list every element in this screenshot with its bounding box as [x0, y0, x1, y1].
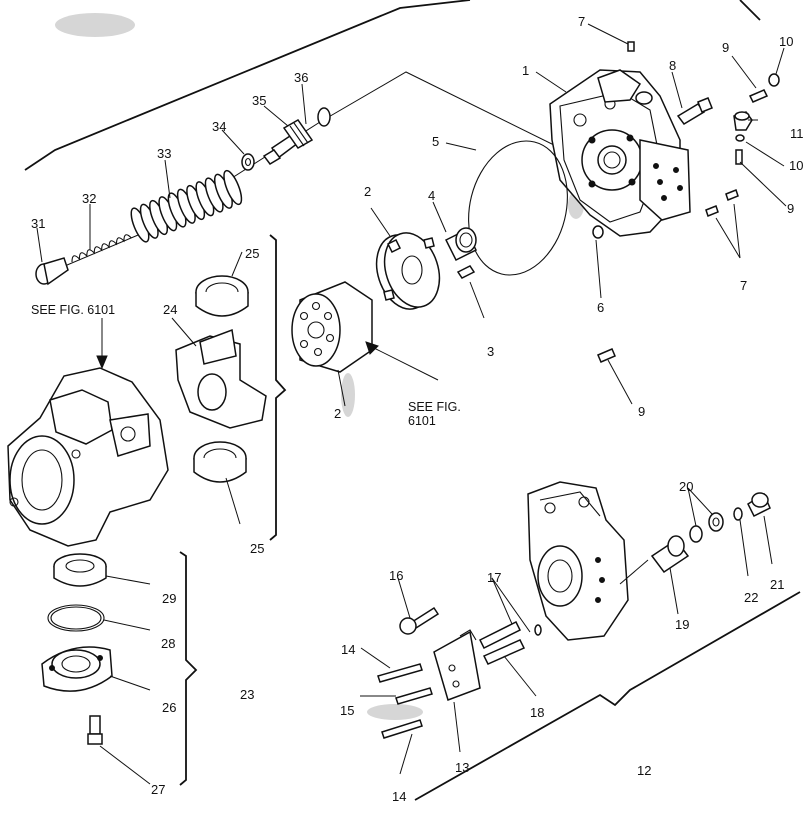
- smudge-top-left: [55, 13, 135, 37]
- label-28: 28: [161, 636, 175, 651]
- label-23: 23: [240, 687, 254, 702]
- label-27: 27: [151, 782, 165, 797]
- leader-lines: [36, 23, 787, 785]
- part-28-oring: [47, 604, 105, 632]
- part-6-oring-small: [592, 225, 604, 239]
- label-7-right: 7: [740, 278, 747, 293]
- part-7-plugs: [627, 41, 739, 217]
- pump-housing-left: [7, 367, 169, 547]
- see-fig-mid-line2: 6101: [408, 414, 436, 428]
- label-21: 21: [770, 577, 784, 592]
- figure-references: SEE FIG. 6101 SEE FIG. 6101: [31, 303, 461, 428]
- label-24: 24: [163, 302, 177, 317]
- part-cylinder-block: [291, 281, 373, 373]
- label-5: 5: [432, 134, 439, 149]
- label-26: 26: [162, 700, 176, 715]
- see-fig-left: SEE FIG. 6101: [31, 303, 115, 317]
- part-33-spring: [130, 169, 243, 243]
- label-14-upper: 14: [341, 642, 355, 657]
- top-left-frame-line: [24, 0, 471, 171]
- part-34-washer: [241, 153, 255, 171]
- assembly-frame-lines: [24, 0, 801, 801]
- part-31-plug: [35, 257, 69, 286]
- label-15: 15: [340, 703, 354, 718]
- part-11-cap: [733, 111, 753, 131]
- part-10-orings: [735, 73, 780, 142]
- label-31: 31: [31, 216, 45, 231]
- part-25-bearings: [193, 275, 249, 483]
- label-25-lower: 25: [250, 541, 264, 556]
- label-19: 19: [675, 617, 689, 632]
- top-right-frame-line: [739, 0, 761, 21]
- label-11: 11: [790, 126, 804, 141]
- label-17: 17: [487, 570, 501, 585]
- label-14-lower: 14: [392, 789, 406, 804]
- part-13-block: [433, 629, 481, 701]
- part-4-bearing: [444, 227, 478, 262]
- part-24-trunnion: [175, 328, 267, 429]
- label-13: 13: [455, 760, 469, 775]
- part-5-oring-large: [468, 140, 568, 276]
- part-16-bolt: [399, 606, 440, 635]
- label-1: 1: [522, 63, 529, 78]
- spool-centerline: [59, 71, 561, 269]
- part-36-oring: [317, 107, 331, 127]
- label-12: 12: [637, 763, 651, 778]
- part-26-cover: [41, 646, 113, 692]
- label-4: 4: [428, 188, 435, 203]
- label-9-top: 9: [722, 40, 729, 55]
- part-labels: 1 2 2 3 4 5 6 7 7 8 9 9 9 10 10 11 12 13…: [31, 14, 804, 804]
- label-25-upper: 25: [245, 246, 259, 261]
- label-29: 29: [162, 591, 176, 606]
- part-29-seal: [53, 553, 107, 587]
- part-19-piston: [650, 535, 690, 574]
- label-20: 20: [679, 479, 693, 494]
- label-7-top: 7: [578, 14, 585, 29]
- bracket-2: [269, 234, 287, 541]
- label-22: 22: [744, 590, 758, 605]
- part-35-fitting: [262, 119, 314, 165]
- part-17-18-pins: [478, 620, 542, 665]
- label-34: 34: [212, 119, 226, 134]
- part-2-valve-plate: [375, 232, 441, 310]
- label-10-top: 10: [779, 34, 793, 49]
- label-2-lower: 2: [334, 406, 341, 421]
- smudge-bottom: [367, 704, 423, 720]
- part-20-washers: [689, 512, 724, 543]
- part-21-plug: [747, 492, 771, 518]
- part-22-oring: [733, 507, 743, 521]
- label-16: 16: [389, 568, 403, 583]
- label-18: 18: [530, 705, 544, 720]
- label-32: 32: [82, 191, 96, 206]
- label-35: 35: [252, 93, 266, 108]
- spool-assembly: [35, 71, 561, 286]
- part-14-15-pins: [377, 663, 433, 739]
- label-6: 6: [597, 300, 604, 315]
- label-9-right: 9: [787, 201, 794, 216]
- see-fig-mid-line1: SEE FIG.: [408, 400, 461, 414]
- label-3: 3: [487, 344, 494, 359]
- part-27-screw: [87, 715, 103, 745]
- label-2-upper: 2: [364, 184, 371, 199]
- part-32-spring: [71, 234, 132, 263]
- label-36: 36: [294, 70, 308, 85]
- bracket-23: [179, 551, 198, 786]
- bracket-12: [414, 591, 801, 801]
- lower-housing: [527, 481, 629, 641]
- part-1-housing: [549, 69, 691, 237]
- label-8: 8: [669, 58, 676, 73]
- label-10-mid: 10: [789, 158, 803, 173]
- part-8-bolt: [676, 97, 713, 125]
- label-9-lower: 9: [638, 404, 645, 419]
- label-33: 33: [157, 146, 171, 161]
- part-3-pin: [456, 265, 476, 279]
